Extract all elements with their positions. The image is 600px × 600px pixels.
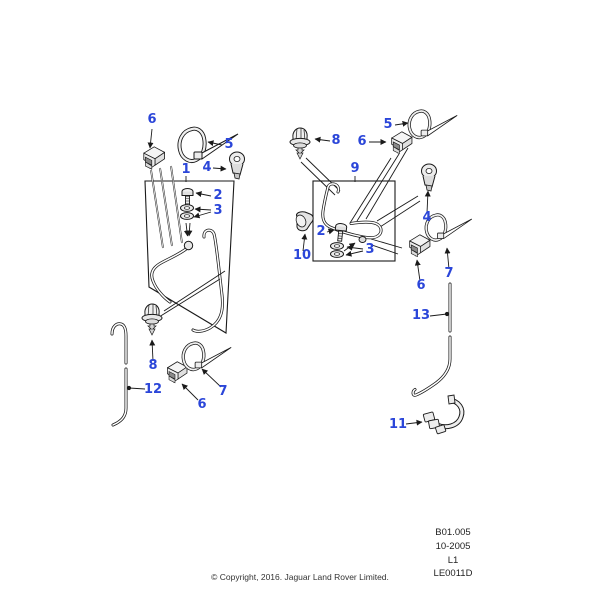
callout-8-left[interactable]: 8 [148, 358, 157, 373]
doc-ref-id: LE0011D [433, 568, 473, 580]
tube-12 [110, 322, 128, 427]
doc-ref-date: 10-2005 [435, 540, 471, 552]
tube-nub-connector [358, 236, 367, 243]
leaders-to-pclip-right [376, 195, 421, 228]
callout-leaders [126, 120, 451, 426]
callout-6-bottom-left[interactable]: 6 [197, 397, 206, 412]
leaders-to-clip-bottom-right [368, 238, 403, 255]
callout-6-bottom-right[interactable]: 6 [416, 278, 425, 293]
assembly-box-1 [144, 180, 235, 334]
grommet-10 [295, 211, 314, 232]
washers-3-right [330, 242, 344, 258]
callout-12-tube[interactable]: 12 [144, 382, 162, 397]
callout-3-right[interactable]: 3 [365, 242, 374, 257]
callout-1-box[interactable]: 1 [181, 162, 190, 177]
p-clip-4-left [229, 151, 245, 180]
callout-4-left[interactable]: 4 [202, 160, 211, 175]
callout-7-bottom-left[interactable]: 7 [218, 384, 227, 399]
cable-tie-7-right [426, 215, 472, 240]
bolt-to-ball-arrows-left [183, 222, 193, 237]
saddle-clip-6-top-left [143, 146, 166, 170]
callout-10-grommet[interactable]: 10 [293, 248, 311, 263]
jet-leader-lines-right [300, 157, 341, 196]
callout-5-right[interactable]: 5 [383, 117, 392, 132]
doc-ref-sheet: L1 [447, 554, 459, 566]
callout-6-top-right[interactable]: 6 [357, 134, 366, 149]
saddle-clip-6-bottom-right [409, 234, 431, 258]
tube-ball-connector [183, 240, 194, 251]
valve-bolt-2-left [181, 188, 194, 207]
callout-2-left[interactable]: 2 [213, 188, 222, 203]
callout-11-connector[interactable]: 11 [389, 417, 407, 432]
leader-lines-into-box9 [349, 147, 409, 224]
cable-tie-7-bottom-left [183, 343, 231, 370]
copyright-notice: © Copyright, 2016. Jaguar Land Rover Lim… [211, 572, 389, 582]
curved-tube-box1 [150, 247, 188, 304]
callout-8-right[interactable]: 8 [331, 133, 340, 148]
washers-3-left [180, 204, 194, 220]
jet-leader-lines-left [158, 270, 226, 318]
callout-6-top-left[interactable]: 6 [147, 112, 156, 127]
washer-jet-8-left [141, 303, 163, 336]
washer-jet-8-right [289, 127, 311, 160]
callout-5-left[interactable]: 5 [224, 137, 233, 152]
callout-13-tube[interactable]: 13 [412, 308, 430, 323]
saddle-clip-6-top-right [391, 131, 413, 155]
callout-3-left[interactable]: 3 [213, 203, 222, 218]
hook-tube-box1 [191, 228, 224, 333]
loop-tube-box9 [321, 182, 383, 240]
tube-lines-box1 [150, 165, 183, 249]
doc-ref-code: B01.005 [435, 527, 471, 538]
cable-tie-5-right [409, 111, 457, 138]
callout-4-right[interactable]: 4 [422, 210, 431, 225]
tube-13 [411, 282, 452, 397]
callout-7-right[interactable]: 7 [444, 266, 453, 281]
callout-2-right[interactable]: 2 [316, 224, 325, 239]
callout-9-box[interactable]: 9 [350, 161, 359, 176]
hose-connector-11 [422, 394, 465, 435]
doc-reference-block: B01.005 10-2005 L1 LE0011D [406, 526, 500, 581]
p-clip-4-right [421, 163, 437, 192]
